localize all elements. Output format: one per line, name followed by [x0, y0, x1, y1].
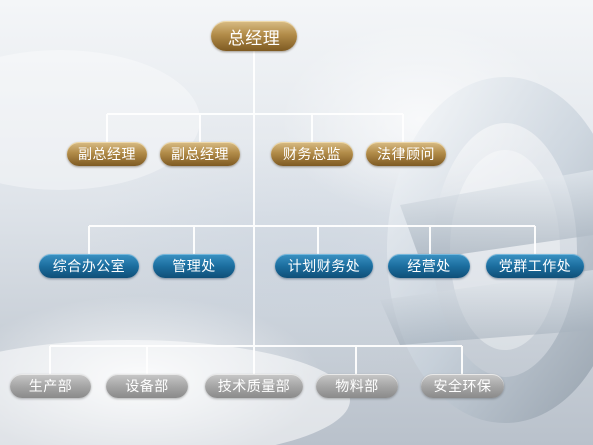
node-general-manager[interactable]: 总经理	[211, 21, 297, 51]
node-technical-quality-dept[interactable]: 技术质量部	[205, 374, 303, 398]
background-ring	[387, 77, 593, 423]
node-party-affairs-dept[interactable]: 党群工作处	[486, 254, 584, 278]
node-management-dept[interactable]: 管理处	[153, 254, 235, 278]
background-bar	[400, 170, 593, 260]
node-deputy-general-manager-1[interactable]: 副总经理	[67, 142, 147, 166]
node-deputy-general-manager-2[interactable]: 副总经理	[160, 142, 240, 166]
node-general-office[interactable]: 综合办公室	[39, 254, 139, 278]
node-equipment-dept[interactable]: 设备部	[106, 374, 188, 398]
node-planning-finance-dept[interactable]: 计划财务处	[275, 254, 373, 278]
node-legal-advisor[interactable]: 法律顾问	[366, 142, 446, 166]
node-materials-dept[interactable]: 物料部	[316, 374, 398, 398]
node-operations-dept[interactable]: 经营处	[388, 254, 470, 278]
node-safety-environment-dept[interactable]: 安全环保	[421, 374, 504, 398]
node-finance-director[interactable]: 财务总监	[271, 142, 353, 166]
node-production-dept[interactable]: 生产部	[10, 374, 91, 398]
